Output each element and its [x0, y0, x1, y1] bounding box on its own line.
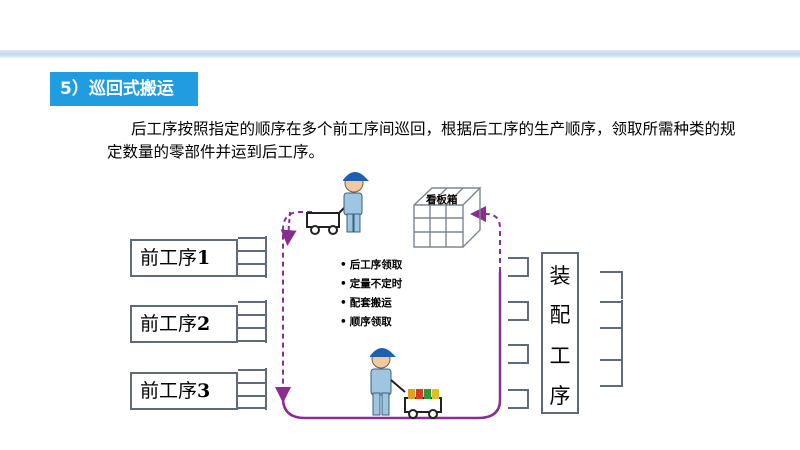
front-process-1: 前工序1: [130, 239, 238, 277]
header-divider: [0, 50, 800, 58]
front-process-2-label: 前工序: [140, 313, 198, 335]
front-process-connectors: [238, 236, 267, 410]
assembly-left-brackets: [508, 257, 529, 409]
front-process-1-label: 前工序: [140, 247, 198, 269]
kanban-box-label: 看板箱: [426, 194, 458, 206]
front-process-1-num: 1: [197, 247, 211, 269]
assembly-char-3: 工: [549, 344, 571, 368]
section-title: 5）巡回式搬运: [50, 72, 198, 106]
method-item: 配套搬运: [340, 294, 402, 313]
worker-top-icon: [306, 171, 369, 235]
loop-dashed-right: [470, 206, 501, 272]
loop-solid-path: [281, 272, 502, 420]
method-item: 定量不定时: [340, 275, 403, 294]
assembly-right-brackets: [600, 271, 623, 387]
assembly-char-1: 装: [549, 264, 571, 288]
kanban-box-icon: [413, 187, 482, 248]
front-process-3-label: 前工序: [140, 380, 198, 402]
assembly-process-box: 装 配 工 序: [541, 252, 579, 414]
front-process-3-num: 3: [197, 380, 211, 402]
loop-dashed-path: [275, 211, 312, 403]
method-item: 顺序领取: [340, 313, 402, 332]
front-process-3: 前工序3: [130, 372, 238, 410]
intro-paragraph: 后工序按照指定的顺序在多个前工序间巡回，根据后工序的生产顺序，领取所需种类的规定…: [107, 120, 736, 161]
assembly-char-4: 序: [549, 384, 571, 408]
worker-bottom-icon: [370, 347, 442, 419]
method-list: 后工序领取 定量不定时 配套搬运 顺序领取: [340, 256, 403, 332]
loop-dashed-top-left: [280, 211, 297, 246]
front-process-2: 前工序2: [130, 305, 238, 343]
assembly-char-2: 配: [549, 303, 571, 327]
method-item: 后工序领取: [340, 256, 403, 275]
front-process-2-num: 2: [197, 313, 211, 335]
